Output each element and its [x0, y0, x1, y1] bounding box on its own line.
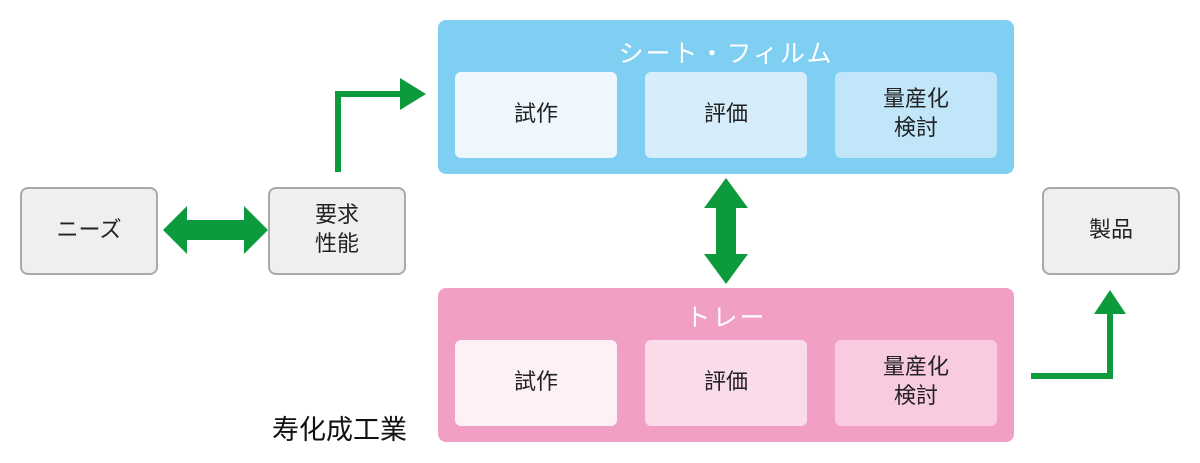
product-label: 製品 — [1088, 217, 1133, 243]
requirements-label: 要求 性能 — [314, 203, 359, 257]
tray-panel: トレー 試作 評価 量産化 検討 — [438, 288, 1014, 442]
sheet-step-prototype: 試作 — [455, 72, 617, 158]
sheet-tray-double-arrow — [704, 178, 748, 284]
tray-to-product-arrowhead — [1094, 290, 1126, 314]
needs-requirements-double-arrow — [163, 206, 268, 254]
sheet-step-mass-production-label: 量産化 検討 — [882, 87, 949, 141]
product-box: 製品 — [1042, 187, 1180, 275]
company-name: 寿化成工業 — [272, 415, 407, 446]
sheet-film-panel: シート・フィルム 試作 評価 量産化 検討 — [438, 20, 1014, 174]
requirements-to-sheet-arrow — [335, 91, 404, 172]
sheet-step-mass-production: 量産化 検討 — [835, 72, 997, 158]
sheet-step-prototype-label: 試作 — [513, 101, 558, 127]
tray-step-mass-production: 量産化 検討 — [835, 340, 997, 426]
tray-step-prototype-label: 試作 — [513, 369, 558, 395]
sheet-film-title: シート・フィルム — [618, 39, 834, 68]
requirements-box: 要求 性能 — [268, 187, 406, 275]
tray-to-product-arrow — [1031, 312, 1113, 379]
needs-label: ニーズ — [56, 217, 122, 243]
tray-step-evaluation: 評価 — [645, 340, 807, 426]
requirements-to-sheet-arrowhead — [400, 78, 426, 110]
sheet-step-evaluation-label: 評価 — [703, 101, 748, 127]
tray-step-mass-production-label: 量産化 検討 — [882, 355, 949, 409]
tray-step-prototype: 試作 — [455, 340, 617, 426]
tray-step-evaluation-label: 評価 — [703, 369, 748, 395]
tray-title: トレー — [685, 303, 767, 332]
sheet-step-evaluation: 評価 — [645, 72, 807, 158]
needs-box: ニーズ — [20, 187, 158, 275]
